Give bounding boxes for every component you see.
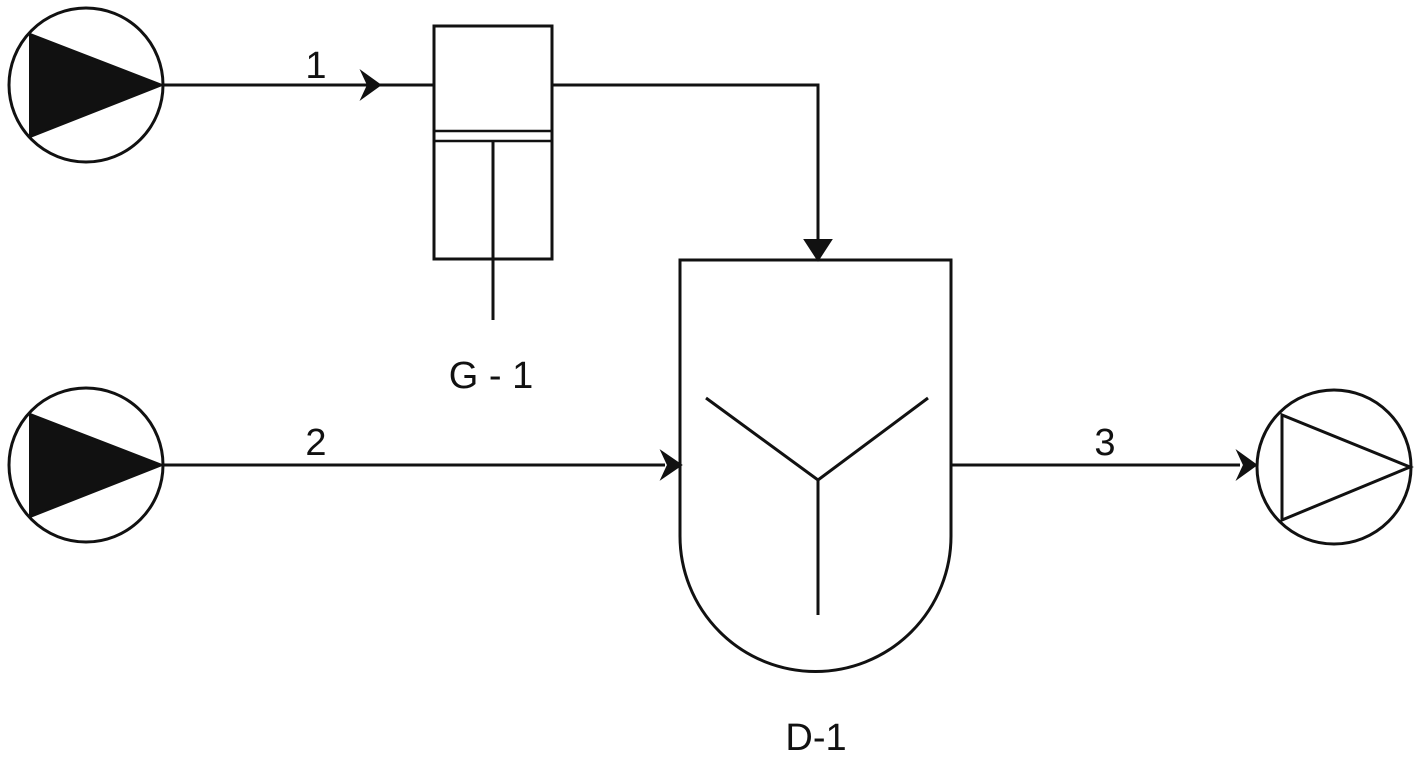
filled-triangle-icon [29, 412, 165, 519]
unit-g1: G - 1 [432, 24, 554, 397]
arrow-right-icon [659, 449, 683, 481]
arrow-down-icon [803, 239, 833, 262]
stream-3-label: 3 [1094, 422, 1115, 464]
stream-2: 2 [162, 422, 683, 481]
unit-d1-label: D-1 [785, 717, 846, 757]
agitator-blades-icon [705, 396, 929, 482]
stream-2-label: 2 [305, 422, 326, 464]
feed-source-2 [7, 386, 165, 544]
feed-source-1 [7, 6, 165, 164]
unit-d1-vessel [678, 258, 953, 673]
arrow-right-icon [1235, 448, 1258, 482]
stream-3: 3 [951, 422, 1258, 482]
unit-g1-label: G - 1 [449, 355, 533, 397]
hollow-triangle-icon [1280, 412, 1414, 523]
filled-triangle-icon [29, 32, 165, 139]
arrow-right-icon [359, 68, 382, 102]
unit-d1: D-1 [678, 258, 953, 757]
product-outlet-circle [1255, 388, 1413, 546]
connector-g1-d1 [552, 83, 833, 262]
product-outlet [1255, 388, 1414, 546]
stream-1: 1 [162, 45, 434, 102]
connector-g1-d1-line [552, 83, 820, 246]
stream-1-label: 1 [305, 45, 326, 87]
